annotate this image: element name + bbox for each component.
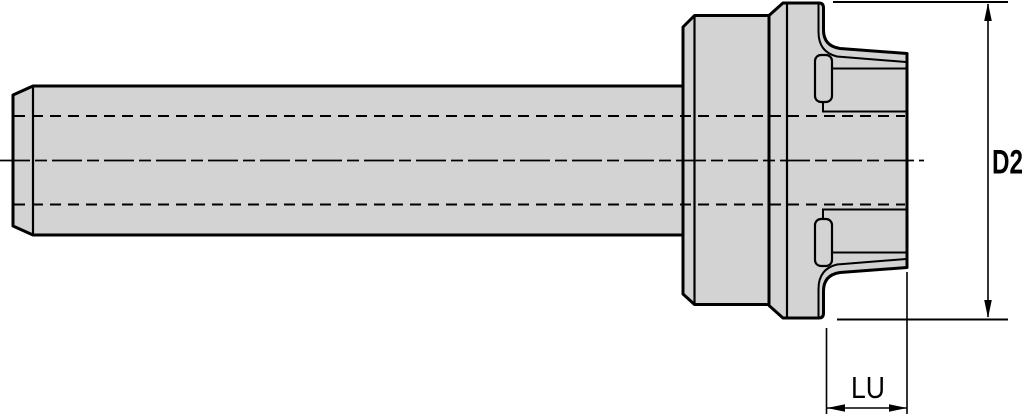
lu-arrow-right-icon: [889, 404, 907, 412]
cup-inner-contour-top: [817, 4, 907, 63]
bore-step-top: [822, 102, 906, 113]
d2-arrow-up-icon: [984, 3, 992, 21]
bore-step-bottom: [822, 208, 906, 219]
dimensions: D2 LU: [825, 1, 1023, 414]
d2-arrow-down-icon: [984, 300, 992, 318]
d2-label: D2: [992, 144, 1023, 182]
lu-arrow-left-icon: [827, 404, 845, 412]
lu-label: LU: [851, 370, 885, 405]
drive-slot-bottom: [813, 217, 834, 268]
part-geometry: [0, 1, 924, 320]
cup-inner-contour-bottom: [817, 258, 907, 317]
drive-slot-top: [813, 53, 834, 104]
